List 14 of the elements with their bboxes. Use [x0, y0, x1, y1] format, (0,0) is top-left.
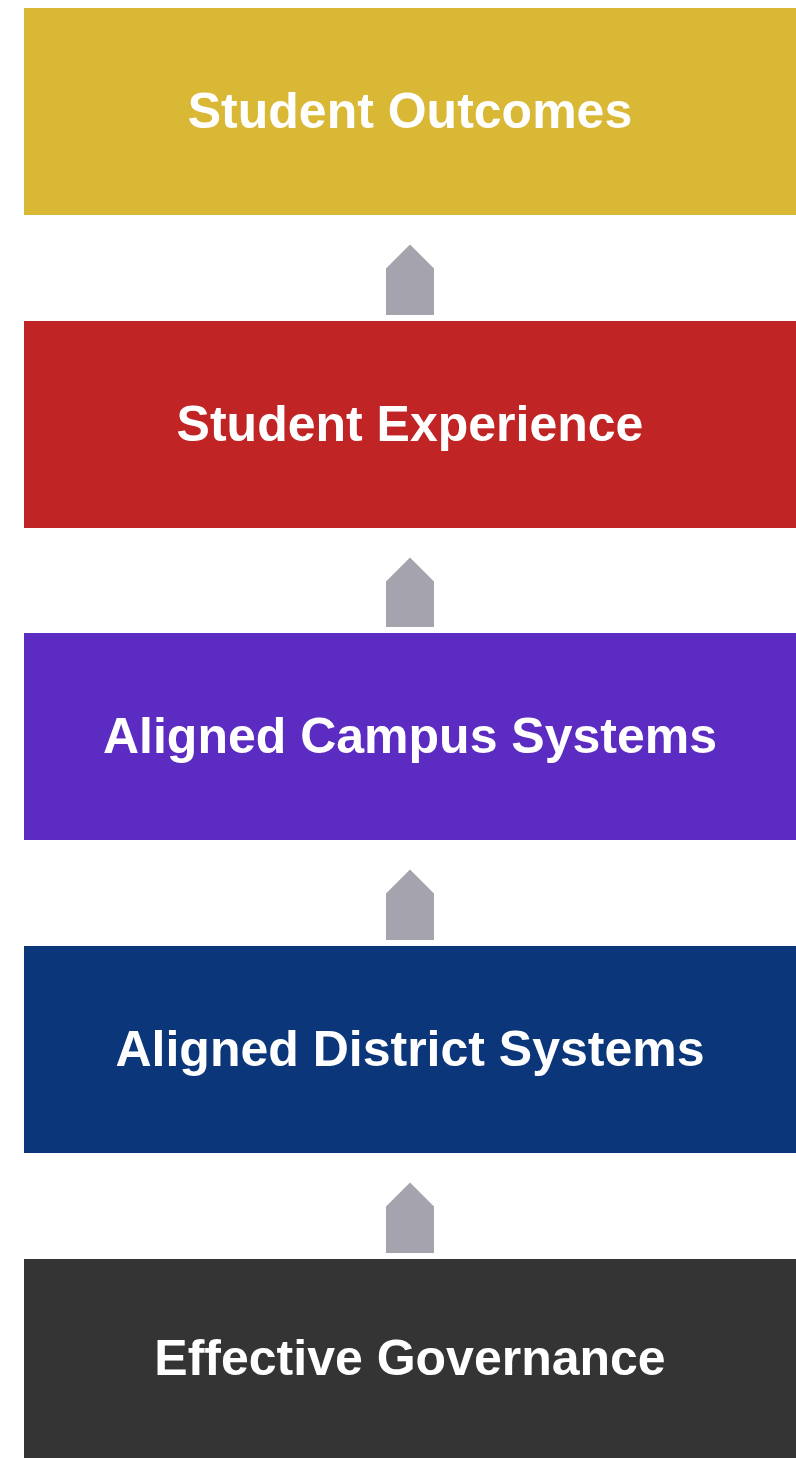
block-arrow [386, 557, 434, 627]
level-box [24, 633, 796, 840]
level-title: Student Experience [175, 395, 645, 455]
level-title: Effective Governance [153, 1329, 667, 1389]
block-arrow [386, 244, 434, 315]
level-title: Aligned District Systems [114, 1020, 706, 1080]
block-arrow [386, 1182, 434, 1253]
level-box [24, 8, 796, 215]
level-title: Student Outcomes [186, 82, 634, 142]
level-box [24, 946, 796, 1153]
level-box [24, 1259, 796, 1458]
block-arrow [386, 869, 434, 940]
level-title: Aligned Campus Systems [101, 707, 719, 767]
level-box [24, 321, 796, 528]
